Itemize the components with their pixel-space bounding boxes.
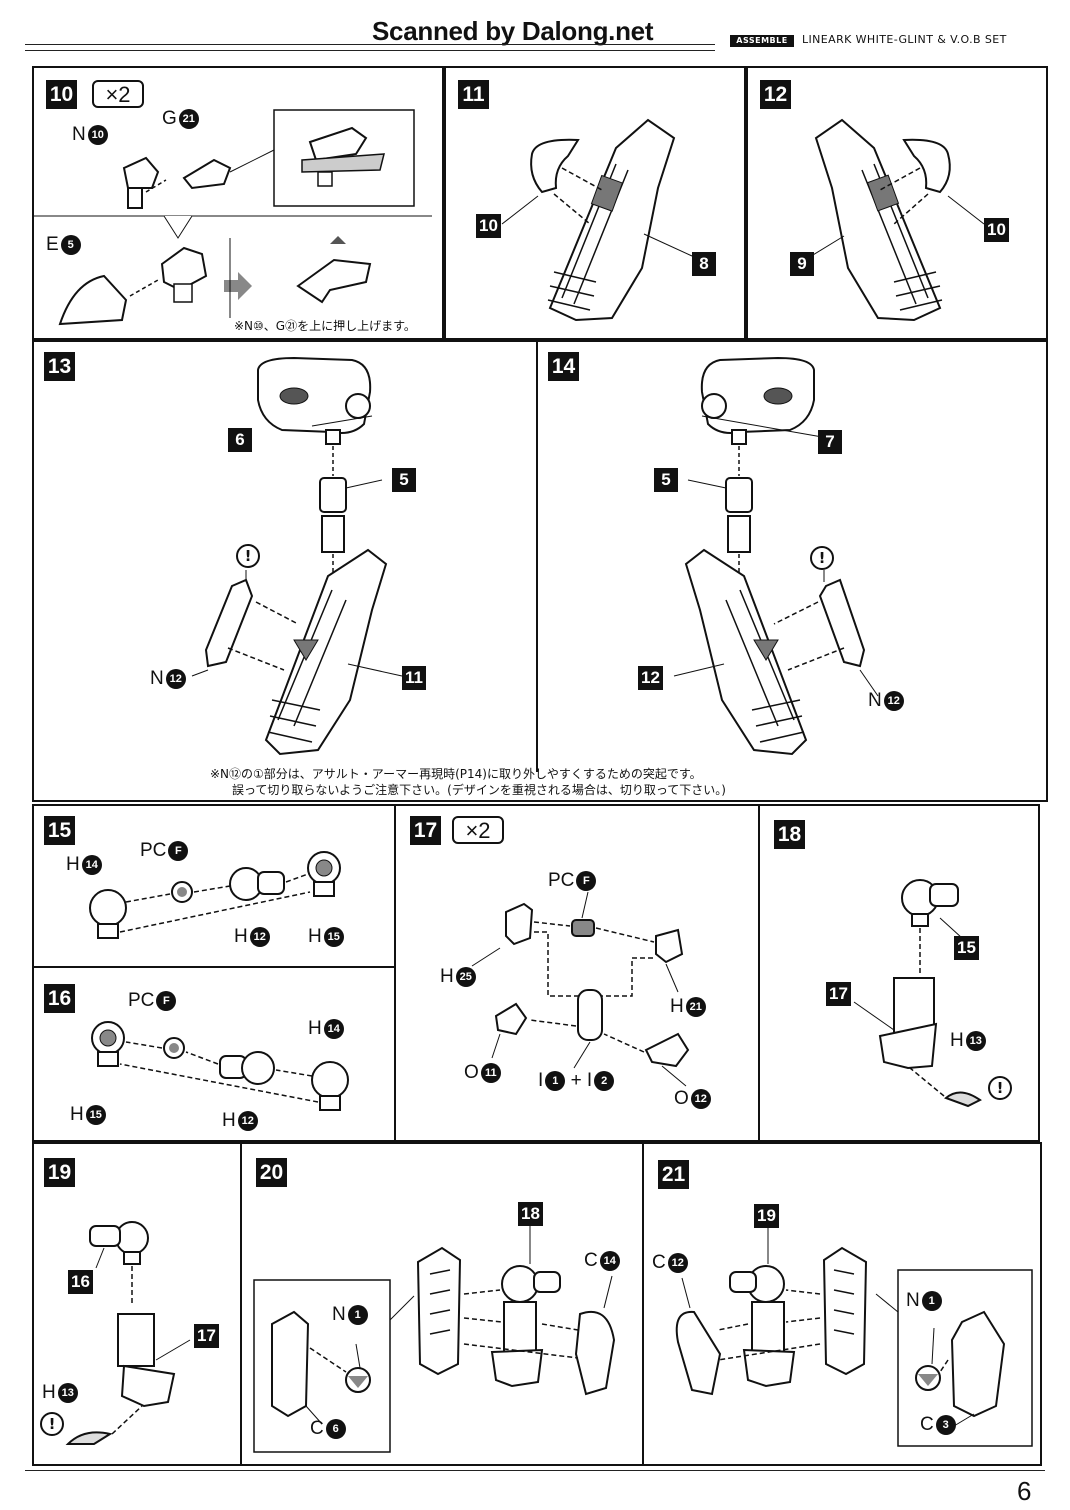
step-15-illustration: [89, 851, 341, 939]
assembly-tag: 6: [228, 428, 252, 452]
step-number: 16: [44, 984, 75, 1013]
assembly-tag: 5: [654, 468, 678, 492]
step-number: 13: [44, 352, 75, 381]
step-number: 11: [458, 80, 489, 109]
step-11-panel: 11 10 8: [444, 66, 746, 340]
page-number: 6: [1017, 1476, 1032, 1506]
caution-icon: !: [236, 544, 260, 568]
step-20-illustration: [253, 1226, 616, 1453]
multiplier-badge: ×2: [92, 80, 144, 108]
caution-icon: !: [988, 1076, 1012, 1100]
assembly-tag: 15: [954, 936, 979, 960]
step-number: 19: [44, 1158, 75, 1187]
header-rule: [25, 44, 715, 45]
step-number: 17: [410, 816, 441, 845]
multiplier-badge: ×2: [452, 816, 504, 844]
step-18-illustration: [853, 879, 982, 1108]
assembly-tag: 11: [402, 666, 426, 690]
step-14-illustration: [673, 356, 879, 756]
assembly-tag: 18: [518, 1202, 543, 1226]
assembly-tag: 10: [984, 218, 1009, 242]
step-21-illustration: [675, 1228, 1033, 1447]
step-number: 10: [46, 80, 77, 109]
assembly-tag: 19: [754, 1204, 779, 1228]
step-10-note: ※N⑩、G㉑を上に押し上げます。: [234, 319, 416, 333]
step-10-illustration: [34, 109, 432, 326]
assembly-tag: 7: [818, 430, 842, 454]
step-13-illustration: [191, 356, 403, 756]
assembly-tag: 16: [68, 1270, 93, 1294]
scan-watermark: Scanned by Dalong.net: [372, 16, 654, 46]
step-17-illustration: [471, 891, 690, 1087]
assembly-tag: 5: [392, 468, 416, 492]
step-number: 12: [760, 80, 791, 109]
step-16-illustration: [91, 1021, 349, 1111]
header-rule: [25, 50, 715, 51]
caution-icon: !: [810, 546, 834, 570]
product-title: LINEARK WHITE-GLINT & V.O.B SET: [802, 33, 1007, 46]
step-number: 18: [774, 820, 805, 849]
section-tag: ASSEMBLE: [730, 35, 794, 47]
step-13-14-note: ※N⑫の①部分は、アサルト・アーマー再現時(P14)に取り外しやすくするための突…: [210, 767, 702, 781]
assembly-tag: 8: [692, 252, 716, 276]
step-13-14-panel: [32, 340, 1048, 802]
footer-rule: [25, 1470, 1045, 1471]
assembly-tag: 17: [194, 1324, 219, 1348]
step-number: 20: [256, 1158, 287, 1187]
panel-divider: [536, 340, 538, 772]
assembly-tag: 9: [790, 252, 814, 276]
step-11-illustration: [501, 118, 693, 322]
step-19-illustration: [65, 1221, 191, 1445]
step-number: 21: [658, 1160, 689, 1189]
step-13-14-note: 誤って切り取らないようご注意下さい。(デザインを重視される場合は、切り取って下さ…: [232, 783, 726, 797]
caution-icon: !: [40, 1412, 64, 1436]
assembly-tag: 12: [638, 666, 663, 690]
step-12-panel: 12 9 10: [746, 66, 1048, 340]
assembly-tag: 10: [476, 214, 501, 238]
step-12-illustration: [807, 118, 985, 322]
step-number: 14: [548, 352, 579, 381]
step-number: 15: [44, 816, 75, 845]
assembly-tag: 17: [826, 982, 851, 1006]
